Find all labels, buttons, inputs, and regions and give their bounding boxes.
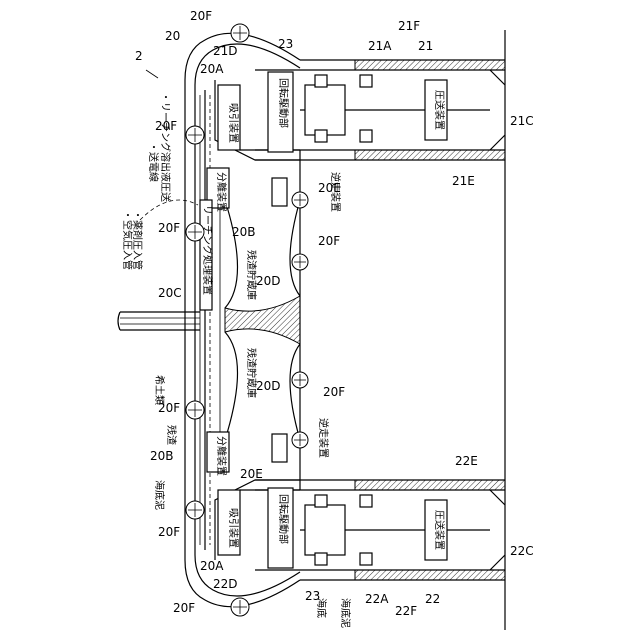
arm-top-bearing-3 — [360, 75, 372, 87]
label-20f-top: 20F — [190, 9, 212, 23]
label-22c: 22C — [510, 544, 534, 558]
label-20f-bottom: 20F — [173, 601, 195, 615]
text-residue: 残渣 — [165, 425, 178, 445]
label-20f-4: 20F — [318, 234, 340, 248]
arm-bottom-bearing-1 — [315, 495, 327, 507]
label-20d-top: 20D — [256, 274, 281, 288]
text-reverse-bottom: 逆走装置 — [317, 418, 330, 458]
text-separator-bottom: 分離装置 — [215, 436, 228, 476]
label-23-top: 23 — [278, 37, 293, 51]
label-20a-top: 20A — [200, 62, 224, 76]
text-pipes-note-3: ・リーチング溶出液圧送 — [159, 92, 172, 202]
text-pipes-note-4: ・送電線 — [147, 142, 160, 182]
storage-top-curve — [225, 200, 300, 308]
arm-bottom-bearing-4 — [360, 553, 372, 565]
label-20b-bottom: 20B — [150, 449, 174, 463]
text-seabed: 海底 — [315, 598, 328, 618]
label-21f: 21F — [398, 19, 420, 33]
arm-top-hatch-2 — [355, 150, 505, 160]
arm-top-gear — [305, 85, 345, 135]
label-20f-5: 20F — [323, 385, 345, 399]
text-suction-bottom: 吸引装置 — [227, 508, 240, 548]
label-20f-3: 20F — [158, 221, 180, 235]
residue-storage-neck — [225, 296, 300, 344]
text-seabed-mud-bottom: 海底泥 — [339, 598, 352, 628]
label-20c: 20C — [158, 286, 182, 300]
label-21a: 21A — [368, 39, 392, 53]
text-storage-bottom: 残渣貯蔵庫 — [245, 348, 258, 398]
arm-top-bearing-2 — [315, 130, 327, 142]
arm-bottom-hatch — [355, 570, 505, 580]
label-20f-7: 20F — [158, 525, 180, 539]
label-20: 20 — [165, 29, 180, 43]
label-2: 2 — [135, 49, 143, 63]
arm-top-bearing-4 — [360, 130, 372, 142]
text-separator-top: 分離装置 — [215, 172, 228, 212]
label-20a-bottom: 20A — [200, 559, 224, 573]
label-21: 21 — [418, 39, 433, 53]
arm-top-bearing-1 — [315, 75, 327, 87]
label-21d: 21D — [213, 44, 238, 58]
label-22e: 22E — [455, 454, 478, 468]
reverse-device-top — [272, 178, 287, 206]
outlet-pipe-inner — [120, 318, 200, 324]
text-pipes-note-2: ・空気圧入管 — [121, 210, 134, 270]
arm-bottom-hatch-2 — [355, 480, 505, 490]
arm-bottom-nozzle — [490, 490, 505, 570]
label-20b-top: 20B — [232, 225, 256, 239]
label-21e: 21E — [452, 174, 475, 188]
label-21c: 21C — [510, 114, 534, 128]
arm-bottom-bearing-3 — [360, 495, 372, 507]
text-pressure-bottom: 圧送装置 — [433, 510, 446, 550]
arm-bottom-gear — [305, 505, 345, 555]
outlet-pipe-end — [118, 312, 120, 330]
label-22a: 22A — [365, 592, 389, 606]
leader-pipes-note — [140, 200, 198, 220]
text-reverse-top: 逆走装置 — [329, 172, 342, 212]
text-seabed-mud: 海底泥 — [153, 480, 166, 510]
label-22: 22 — [425, 592, 440, 606]
outlet-pipe — [120, 312, 200, 330]
text-pressure-top: 圧送装置 — [433, 90, 446, 130]
text-storage-top: 残渣貯蔵庫 — [245, 250, 258, 300]
label-22f: 22F — [395, 604, 417, 618]
arm-bottom-bearing-2 — [315, 553, 327, 565]
reverse-device-bottom — [272, 434, 287, 462]
arm-top-hatch — [355, 60, 505, 70]
arm-top-nozzle — [490, 70, 505, 150]
label-20d-bottom: 20D — [256, 379, 281, 393]
text-rotation-top: 回転駆動部 — [277, 78, 290, 128]
text-leaching: リーチング処理装置 — [201, 205, 214, 295]
text-suction-top: 吸引装置 — [227, 103, 240, 143]
label-22d: 22D — [213, 577, 238, 591]
leader-2 — [146, 70, 158, 78]
text-rotation-bottom: 回転駆動部 — [277, 494, 290, 544]
text-rare-earth: 希土類 — [153, 375, 166, 405]
label-20e-bottom: 20E — [240, 467, 263, 481]
